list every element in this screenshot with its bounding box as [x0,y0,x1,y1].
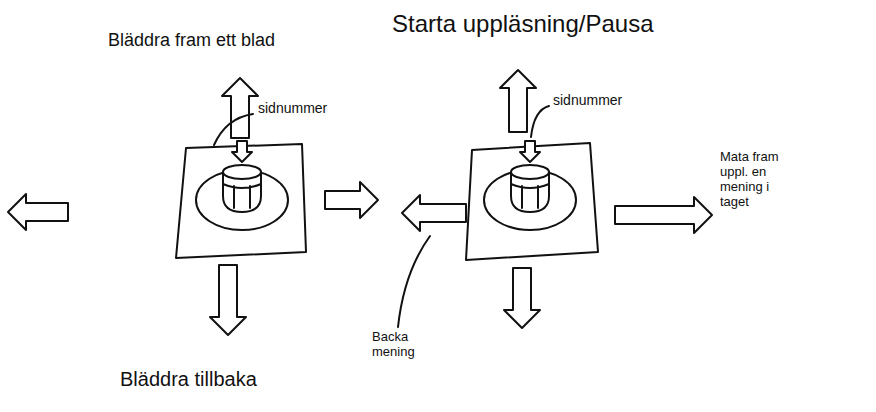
down-arrow [504,268,540,328]
left-arrow [8,194,68,230]
right-arrow [325,182,378,218]
leader-line [531,106,549,137]
callout-label: sidnummer [258,100,327,116]
up-arrow [500,70,536,132]
right-arrow [615,197,712,233]
callout-label: sidnummer [553,92,622,108]
press-arrow [232,141,252,162]
press-arrow [520,141,540,162]
leader-line [398,236,430,327]
button-top [511,165,549,179]
button-detail [223,184,261,208]
button-detail [511,184,549,208]
callout-label: Bläddra tillbaka [120,368,257,391]
left-arrow [402,195,466,231]
up-arrow [222,78,258,138]
callout-label: Starta uppläsning/Pausa [392,10,654,38]
leader-line [214,114,253,145]
callout-note: Backa mening [372,330,428,360]
button-top [223,165,261,179]
callout-label: Bläddra fram ett blad [108,30,275,51]
callout-note: Mata fram uppl. en mening i taget [720,150,794,210]
down-arrow [210,265,246,335]
